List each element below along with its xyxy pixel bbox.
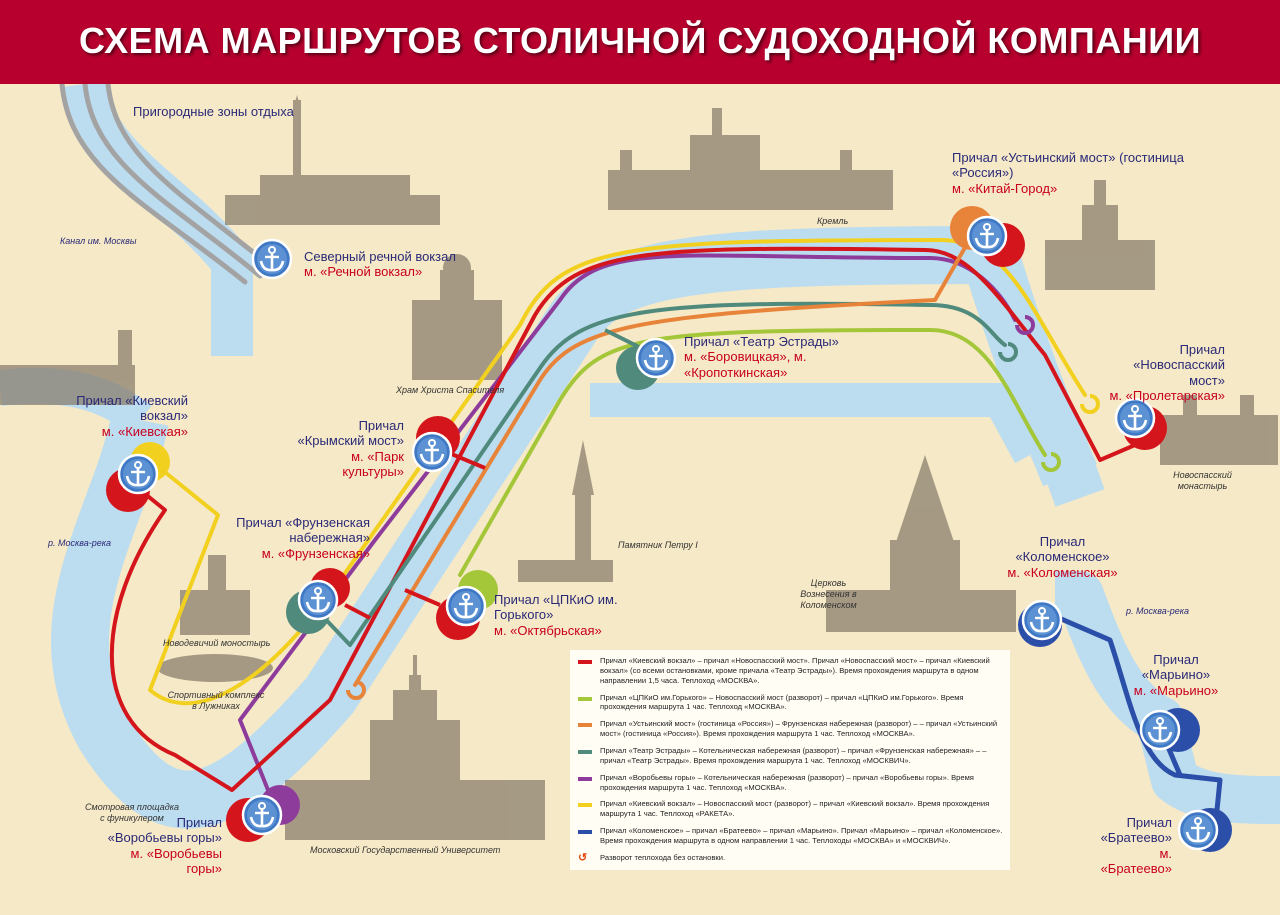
river-right-label: р. Москва-река (1126, 606, 1190, 616)
anchor-icon[interactable] (411, 431, 453, 473)
legend-swatch (578, 803, 592, 808)
u-turn-icon (998, 342, 1018, 362)
landmark-illustrations (0, 95, 1278, 840)
pier-label-kiev-station[interactable]: Причал «Киевский вокзал»м. «Киевская» (76, 393, 188, 439)
caption-novodevichy: Новодевичий моностырь (163, 638, 271, 648)
u-turn-icon (346, 680, 366, 700)
anchor-icon[interactable] (1139, 709, 1181, 751)
u-turn-icon (1015, 315, 1035, 335)
legend-row: Причал «Театр Эстрады» – Котельническая … (578, 746, 1004, 766)
legend-swatch (578, 696, 592, 701)
pier-label-sparrow-hills[interactable]: Причал «Воробьевы горы»м. «Воробьевы гор… (107, 815, 222, 876)
u-turn-icon: ↺ (578, 851, 588, 864)
legend-row: Причал «Коломенское» – причал «Братеево»… (578, 826, 1004, 846)
river-left-label: р. Москва-река (48, 538, 112, 548)
caption-cathedral: Храм Христа Спасителя (396, 385, 505, 395)
route-red (109, 246, 1137, 792)
legend-row-uturn: ↺Разворот теплохода без остановки. (578, 851, 726, 864)
route-orange (353, 228, 977, 687)
novodevichy-building (180, 555, 250, 635)
legend-swatch (578, 750, 592, 755)
canal-label: Канал им. Москвы (60, 236, 137, 246)
legend-swatch (578, 776, 592, 781)
caption-peter: Памятник Петру I (618, 540, 698, 550)
hotel-russia-building (1045, 180, 1155, 290)
route-gray (59, 84, 278, 285)
anchor-icon[interactable] (297, 579, 339, 621)
routes (59, 84, 1223, 833)
pier-label-gorky-park[interactable]: Причал «ЦПКиО им. Горького»м. «Октябрьск… (494, 592, 618, 638)
legend-row: Причал «ЦПКиО им.Горького» – Новоспасски… (578, 693, 1004, 713)
pier-label-ustinsky-bridge[interactable]: Причал «Устьинский мост» (гостиница «Рос… (952, 150, 1184, 196)
anchor-icon[interactable] (241, 794, 283, 836)
suburban-label: Пригородные зоны отдыха (133, 104, 294, 119)
caption-church: Церковь Вознесения в Коломенском (800, 578, 857, 610)
msu-building (285, 655, 545, 840)
route-lime (458, 328, 1047, 577)
legend-swatch (578, 830, 592, 835)
anchor-icon[interactable] (635, 337, 677, 379)
pier-label-brateevo[interactable]: Причал «Братеево»м. «Братеево» (1100, 815, 1172, 876)
legend-row: Причал «Киевский вокзал» – причал «Новос… (578, 656, 1004, 686)
pier-label-estrada-theatre[interactable]: Причал «Театр Эстрады»м. «Боровицкая», м… (684, 334, 839, 380)
legend-swatch (578, 660, 592, 664)
page-title: СХЕМА МАРШРУТОВ СТОЛИЧНОЙ СУДОХОДНОЙ КОМ… (78, 20, 1202, 61)
anchor-icon[interactable] (966, 215, 1008, 257)
pier-icons (117, 215, 1219, 851)
title-banner: СХЕМА МАРШРУТОВ СТОЛИЧНОЙ СУДОХОДНОЙ КОМ… (0, 0, 1280, 84)
caption-kremlin: Кремль (817, 216, 849, 226)
anchor-icon[interactable] (445, 585, 487, 627)
church-building (826, 455, 1016, 632)
u-turn-icon (1080, 394, 1100, 414)
u-turn-markers (346, 315, 1100, 700)
legend-row: Причал «Устьинский мост» (гостиница «Рос… (578, 719, 1004, 739)
route-blue (1042, 609, 1223, 833)
anchor-icon[interactable] (1114, 397, 1156, 439)
caption-luzhniki: Спортивный комплекс в Лужниках (167, 690, 265, 711)
pier-label-novospassky-bridge[interactable]: Причал «Новоспасский мост»м. «Пролетарск… (1109, 342, 1225, 403)
legend-row: Причал «Киевский вокзал» – Новоспасский … (578, 799, 1004, 819)
anchor-icon[interactable] (117, 453, 159, 495)
pier-label-frunzenskaya[interactable]: Причал «Фрунзенская набережная»м. «Фрунз… (236, 515, 370, 561)
luzhniki-building (157, 654, 273, 682)
route-yellow (148, 238, 1087, 706)
cathedral-building (412, 254, 502, 380)
pier-label-kolomenskoye[interactable]: Причал «Коломенское»м. «Коломенская» (1007, 534, 1118, 580)
caption-msu: Московский Государственный Университет (310, 845, 501, 855)
novospassky-building (1160, 395, 1278, 465)
legend-swatch (578, 723, 592, 728)
river-station-building (225, 95, 440, 225)
kiev-station-building (0, 330, 135, 405)
pier-label-maryino[interactable]: Причал «Марьино»м. «Марьино» (1133, 652, 1219, 698)
legend: Причал «Киевский вокзал» – причал «Новос… (570, 650, 1010, 870)
route-teal (310, 301, 1007, 647)
u-turn-icon (1041, 452, 1061, 472)
caption-novospassky: Новоспасский монастырь (1173, 470, 1232, 491)
kremlin-building (608, 108, 893, 210)
anchor-icon[interactable] (251, 238, 293, 280)
route-map (0, 84, 1280, 852)
pier-label-crimean-bridge[interactable]: Причал «Крымский мост»м. «Парк культуры» (297, 418, 405, 479)
caption-observation: Смотровая площадка с фуникулером (85, 802, 179, 823)
anchor-icon[interactable] (1177, 809, 1219, 851)
legend-row: Причал «Воробьевы горы» – Котельническая… (578, 773, 1004, 793)
peter-monument (518, 440, 613, 582)
anchor-icon[interactable] (1021, 599, 1063, 641)
